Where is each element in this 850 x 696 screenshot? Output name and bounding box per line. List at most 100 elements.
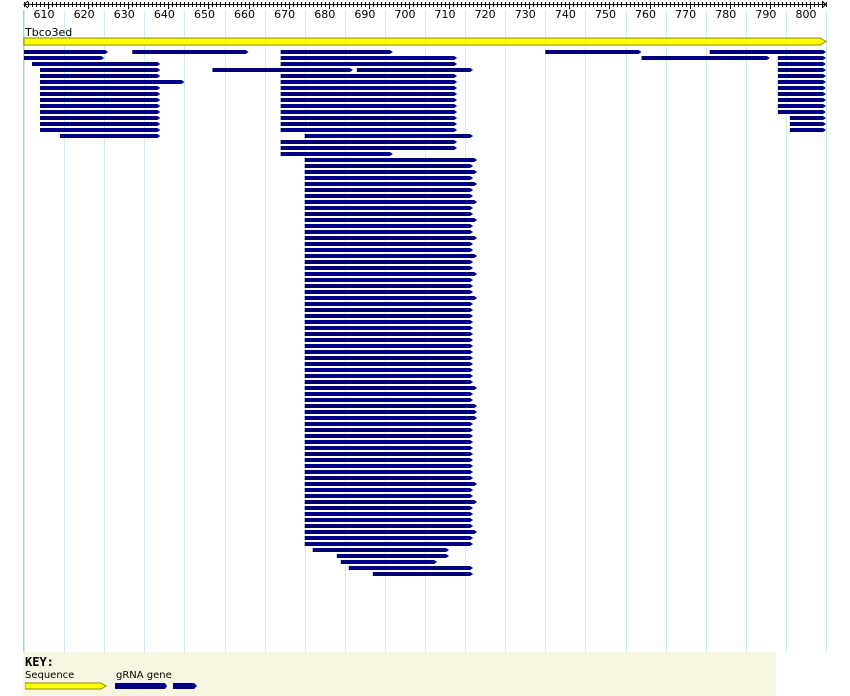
grna-feature	[304, 398, 474, 402]
tick-label: 670	[274, 8, 295, 21]
grna-feature	[304, 374, 474, 378]
grna-feature	[304, 248, 474, 252]
grna-feature	[304, 506, 474, 510]
grna-feature	[304, 452, 474, 456]
key-title: KEY:	[25, 655, 54, 669]
grna-feature	[280, 74, 458, 78]
grna-feature	[280, 140, 458, 144]
grna-feature	[24, 50, 109, 54]
grna-feature	[304, 524, 474, 528]
grna-feature	[280, 122, 458, 126]
grna-feature	[304, 488, 474, 492]
grna-feature	[132, 50, 249, 54]
grna-feature	[304, 440, 474, 444]
grna-feature	[304, 428, 474, 432]
tick-label: 800	[795, 8, 816, 21]
grna-feature	[280, 68, 353, 72]
grna-feature	[304, 446, 474, 450]
grna-feature	[641, 56, 770, 60]
grna-feature	[304, 314, 474, 318]
grna-feature	[304, 212, 474, 216]
yellow-arrow-icon	[25, 682, 107, 690]
grna-feature	[40, 116, 161, 120]
grna-feature	[304, 290, 474, 294]
grna-feature	[709, 50, 826, 54]
grna-feature	[304, 512, 474, 516]
grna-feature	[40, 128, 161, 132]
grna-feature	[280, 152, 393, 156]
grna-feature	[304, 206, 474, 210]
tick-label: 680	[314, 8, 335, 21]
grna-feature	[280, 104, 458, 108]
tick-label: 650	[194, 8, 215, 21]
grna-feature	[304, 536, 474, 540]
grna-feature	[304, 320, 474, 324]
grna-feature	[304, 338, 474, 342]
grna-feature	[777, 86, 826, 90]
grna-feature	[304, 296, 478, 300]
grna-feature	[777, 104, 826, 108]
grna-feature	[777, 74, 826, 78]
key-label-sequence: Sequence	[25, 670, 75, 681]
grna-feature	[40, 68, 161, 72]
grna-feature	[280, 62, 458, 66]
grna-feature	[304, 386, 478, 390]
grna-feature	[304, 158, 478, 162]
grna-feature	[304, 422, 474, 426]
grna-feature	[304, 470, 474, 474]
tick-label: 740	[555, 8, 576, 21]
grna-feature	[304, 254, 478, 258]
grna-feature	[304, 356, 474, 360]
grna-feature	[304, 344, 474, 348]
grna-feature	[304, 476, 474, 480]
grna-feature	[304, 362, 474, 366]
grna-feature	[280, 92, 458, 96]
grna-feature	[304, 176, 474, 180]
grna-feature	[304, 182, 478, 186]
grna-feature	[40, 110, 161, 114]
grna-feature	[304, 302, 474, 306]
grna-feature	[777, 92, 826, 96]
grna-feature	[348, 566, 474, 570]
sequence-title: Tbco3ed	[24, 26, 72, 39]
grna-feature	[304, 434, 474, 438]
grna-feature	[304, 410, 478, 414]
grna-feature	[304, 284, 474, 288]
grna-feature	[280, 128, 458, 132]
grna-feature	[60, 134, 161, 138]
tick-label: 790	[755, 8, 776, 21]
tick-label: 730	[515, 8, 536, 21]
grna-feature	[340, 560, 438, 564]
grna-feature	[280, 50, 393, 54]
tick-label: 690	[354, 8, 375, 21]
grna-feature	[304, 464, 474, 468]
tick-label: 760	[635, 8, 656, 21]
grna-feature	[280, 56, 458, 60]
grna-feature	[304, 380, 474, 384]
grna-feature	[40, 104, 161, 108]
sequence-bar	[23, 37, 827, 46]
tick-label: 750	[595, 8, 616, 21]
tick-label: 770	[675, 8, 696, 21]
grna-feature	[304, 530, 478, 534]
grna-feature	[280, 116, 458, 120]
grna-feature	[372, 572, 474, 576]
tick-label: 610	[34, 8, 55, 21]
grna-feature	[24, 56, 105, 60]
grna-feature	[336, 554, 450, 558]
grna-feature	[280, 98, 458, 102]
grna-feature	[280, 86, 458, 90]
grna-feature	[777, 98, 826, 102]
grna-feature	[280, 146, 458, 150]
tick-label: 780	[715, 8, 736, 21]
grna-feature	[789, 116, 826, 120]
grna-feature	[777, 68, 826, 72]
grna-feature	[304, 332, 474, 336]
grna-feature	[356, 68, 474, 72]
grna-feature	[304, 272, 478, 276]
grna-feature	[777, 56, 826, 60]
grna-feature	[304, 368, 474, 372]
grna-feature	[304, 218, 478, 222]
grna-feature	[304, 230, 474, 234]
